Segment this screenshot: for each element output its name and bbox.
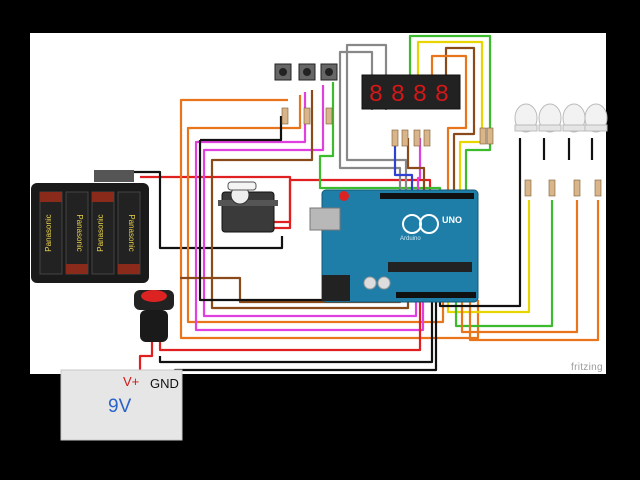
display-digit: 8 <box>391 82 405 109</box>
usb-port <box>309 207 341 231</box>
display-brown-wire <box>406 138 426 193</box>
led-array <box>514 103 608 133</box>
led <box>514 103 538 133</box>
ground-wire-2 <box>200 116 283 142</box>
fritzing-watermark: fritzing <box>571 362 603 373</box>
ground-wire-3 <box>158 300 434 364</box>
svg-text:Panasonic: Panasonic <box>44 214 53 251</box>
gray-wire-2 <box>345 43 408 193</box>
blue-wire <box>393 138 414 193</box>
battery-connector <box>94 170 134 182</box>
battery-cell: Panasonic <box>65 191 89 275</box>
resistor-group <box>281 107 602 197</box>
battery-pack: Panasonic Panasonic Panasonic Panasonic <box>31 170 149 283</box>
arduino-brand: Arduino <box>400 236 421 242</box>
led-ground-wire <box>438 138 522 308</box>
resistor <box>423 129 431 147</box>
green-wire-top <box>408 34 492 193</box>
display-digit: 8 <box>435 82 449 109</box>
orange-wire-inner <box>186 95 445 324</box>
servo-power-wire <box>273 178 432 224</box>
push-button <box>298 63 316 81</box>
resistor <box>281 107 289 125</box>
arduino-uno-board: UNO Arduino <box>309 189 479 303</box>
resistor <box>413 129 421 147</box>
resistor <box>524 179 532 197</box>
brown-wire-1 <box>210 90 410 310</box>
led-green-wire <box>454 200 554 328</box>
ground-wire-4 <box>173 300 438 384</box>
power-switch <box>134 290 174 342</box>
battery-cell: Panasonic <box>39 191 63 275</box>
battery-cell: Panasonic <box>117 191 141 275</box>
chip <box>388 262 472 272</box>
reset-button-icon <box>339 191 349 201</box>
power-supply-box <box>60 369 183 441</box>
led-orange-wire-2 <box>468 200 600 342</box>
display-digit: 8 <box>413 82 427 109</box>
led-orange-wire <box>460 200 579 334</box>
seven-segment-display: 8 8 8 8 <box>361 74 461 110</box>
push-button <box>320 63 338 81</box>
led <box>538 103 562 133</box>
battery-cell: Panasonic <box>91 191 115 275</box>
magenta-wire-1 <box>194 92 425 332</box>
arduino-model: UNO <box>442 215 462 225</box>
display-magenta-wire <box>416 138 422 193</box>
green-wire-button <box>318 82 442 193</box>
orange-wire-top <box>430 54 468 193</box>
digital-header <box>380 193 474 199</box>
capacitor <box>363 276 377 290</box>
led <box>584 103 608 133</box>
positive-terminal-label: V+ <box>123 374 140 389</box>
resistor <box>594 179 602 197</box>
svg-text:Panasonic: Panasonic <box>96 214 105 251</box>
display-digit: 8 <box>369 82 383 109</box>
resistor <box>479 127 487 145</box>
svg-text:Panasonic: Panasonic <box>75 214 84 251</box>
resistor <box>548 179 556 197</box>
resistor <box>573 179 581 197</box>
resistor <box>303 107 311 125</box>
analog-header <box>396 292 476 298</box>
resistor <box>325 107 333 125</box>
resistor <box>391 129 399 147</box>
power-jack <box>322 275 350 301</box>
resistor <box>486 127 494 145</box>
resistor <box>401 129 409 147</box>
yellow-wire-top <box>416 40 484 193</box>
ground-terminal-label: GND <box>150 376 179 391</box>
gray-wire-1 <box>338 50 402 193</box>
magenta-wire-2 <box>202 85 418 318</box>
switch-red-wire-2 <box>158 300 422 352</box>
wire-group <box>120 34 600 384</box>
push-button <box>274 63 292 81</box>
led <box>562 103 586 133</box>
brown-wire-top <box>444 46 476 193</box>
svg-text:Panasonic: Panasonic <box>127 214 136 251</box>
switch-red-wire <box>138 340 154 376</box>
battery-black-wire <box>120 170 284 250</box>
capacitor <box>377 276 391 290</box>
voltage-label: 9V <box>108 396 132 417</box>
servo-motor <box>218 181 278 233</box>
